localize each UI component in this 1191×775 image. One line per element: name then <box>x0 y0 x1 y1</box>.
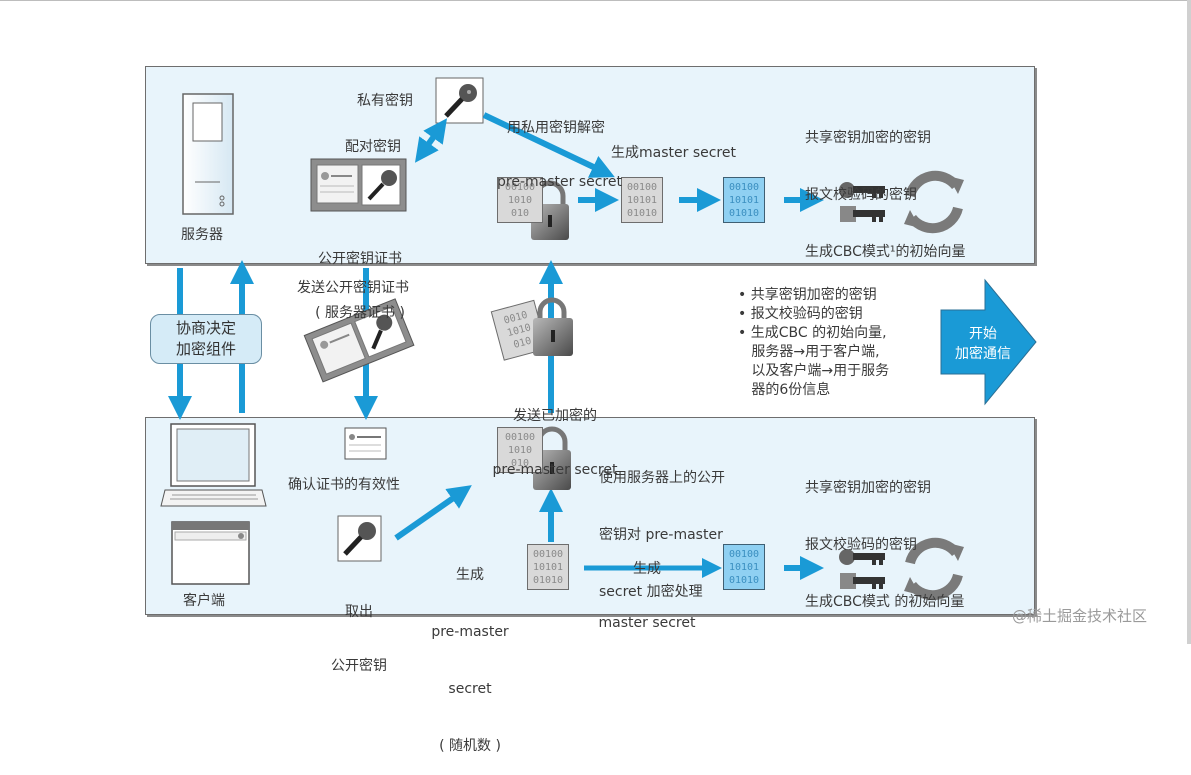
top-border <box>0 0 1191 1</box>
client-label: 客户端 <box>183 593 225 609</box>
premaster-secret-block: 00100 10101 01010 <box>527 544 569 590</box>
master-secret-block: 00100 10101 01010 <box>723 544 765 590</box>
negotiate-cipher-suite-box: 协商决定 加密组件 <box>150 314 262 364</box>
extract-public-key-label: 取出 公开密钥 <box>331 604 387 674</box>
svg-text:0010: 0010 <box>503 310 529 327</box>
certificate-label: 公开密钥证书 ( 服务器证书 ) <box>315 251 405 321</box>
watermark: @稀土掘金技术社区 <box>1012 607 1148 625</box>
start-encrypted-comm-label: 开始 加密通信 <box>955 326 1011 362</box>
generate-premaster-label: 生成 pre-master secret ( 随机数 ) <box>431 567 509 754</box>
encrypted-premaster-block: 00100 1010 010 <box>497 177 543 223</box>
premaster-secret-block: 00100 10101 01010 <box>621 177 663 223</box>
decrypt-label: 用私用密钥解密 pre-master secret <box>497 120 622 190</box>
generate-master-label: 生成master secret <box>611 145 736 161</box>
pair-key-label: 配对密钥 <box>345 139 401 155</box>
session-keys-bullets: • 共享密钥加密的密钥 • 报文校验码的密钥 • 生成CBC 的初始向量, 服务… <box>738 287 890 398</box>
generate-master-label: 生成 master secret <box>598 561 696 631</box>
svg-text:010: 010 <box>512 336 532 351</box>
send-encrypted-label: 发送已加密的 pre-master secret <box>492 408 618 478</box>
server-label: 服务器 <box>181 227 223 243</box>
client-panel <box>145 417 1035 615</box>
svg-text:1010: 1010 <box>506 322 532 339</box>
encrypted-premaster-icon: 0010 1010 010 <box>490 297 573 361</box>
encrypt-premaster-label: 使用服务器上的公开 密钥对 pre-master secret 加密处理 <box>599 470 725 600</box>
private-key-label: 私有密钥 <box>357 93 413 109</box>
master-secret-block: 00100 10101 01010 <box>723 177 765 223</box>
server-keys-info: 共享密钥加密的密钥 报文校验码的密钥 生成CBC模式¹的初始向量 <box>805 130 966 260</box>
send-certificate-label: 发送公开密钥证书 <box>297 280 409 296</box>
scrollbar[interactable] <box>1187 0 1191 644</box>
verify-certificate-label: 确认证书的有效性 <box>288 477 400 493</box>
encrypted-premaster-block: 00100 1010 010 <box>497 427 543 473</box>
client-keys-info: 共享密钥加密的密钥 报文校验码的密钥 生成CBC模式 的初始向量 <box>805 480 965 610</box>
